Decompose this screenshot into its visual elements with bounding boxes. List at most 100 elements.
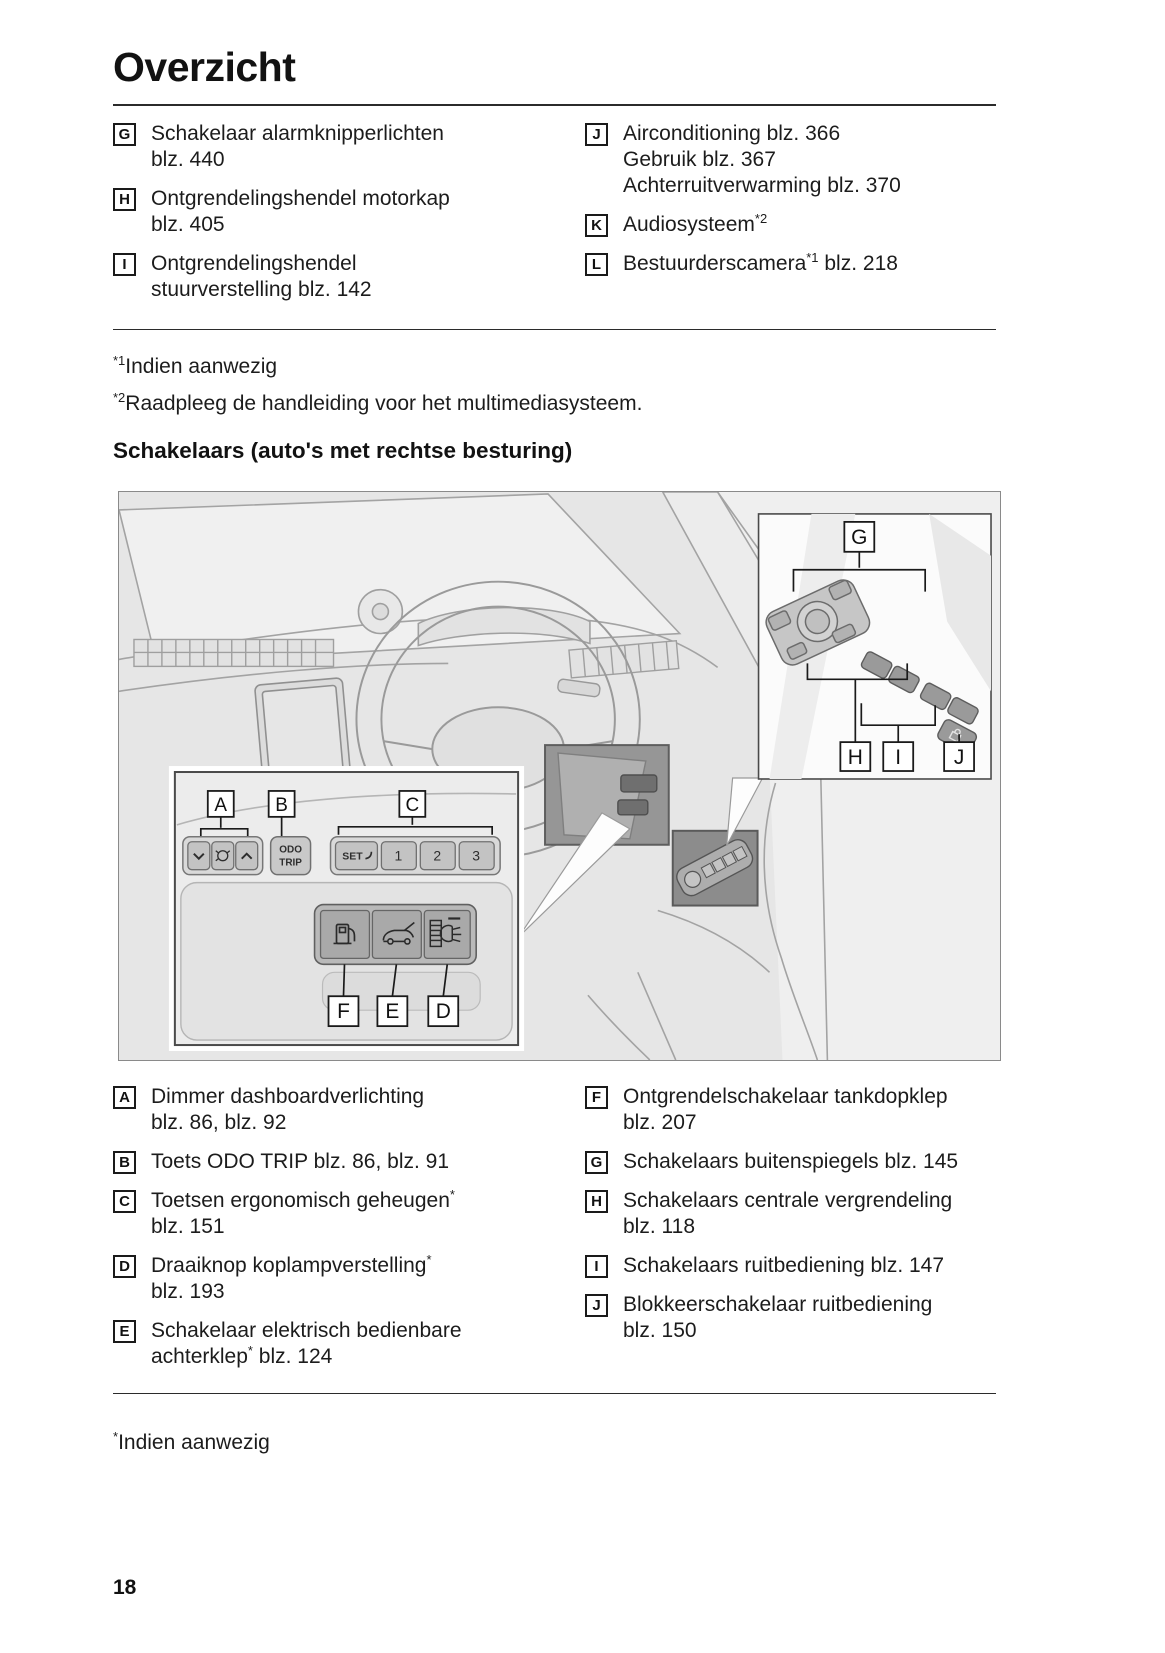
- list-item-line: blz. 193: [151, 1280, 225, 1303]
- list-item: K Audiosysteem*2: [585, 212, 996, 238]
- door-edge: [763, 782, 819, 1061]
- svg-text:H: H: [848, 746, 863, 769]
- item-badge: K: [585, 214, 608, 237]
- item-text: Draaiknop koplampverstelling* blz. 193: [151, 1253, 432, 1305]
- item-badge: H: [585, 1190, 608, 1213]
- list-item: H Ontgrendelingshendel motorkap blz. 405: [113, 186, 585, 238]
- divider-mid: [113, 329, 996, 330]
- list-item-line: Blokkeerschakelaar ruitbediening: [623, 1293, 933, 1316]
- callout-label-c: C: [398, 790, 427, 818]
- headlight-leveler-icon: [429, 917, 462, 948]
- footnote-marker: *1: [113, 353, 126, 368]
- list-item-line: blz. 150: [623, 1319, 697, 1342]
- list-item-line: Schakelaars centrale vergrendeling: [623, 1189, 953, 1212]
- svg-text:ODO: ODO: [279, 845, 302, 856]
- callout-lines-abc: [199, 816, 494, 837]
- page-number: 18: [113, 1576, 137, 1599]
- list-item-line: Schakelaar alarmknipperlichten: [151, 122, 444, 145]
- dimmer-button-group: [182, 836, 264, 876]
- svg-text:F: F: [337, 1000, 350, 1023]
- item-text: Blokkeerschakelaar ruitbediening blz. 150: [623, 1292, 932, 1344]
- list-item-line: Ontgrendelingshendel: [151, 252, 357, 275]
- callout-label-d: D: [427, 995, 460, 1028]
- divider-top: [113, 104, 996, 106]
- item-badge: D: [113, 1255, 136, 1278]
- mirror-control-switch: [765, 579, 871, 666]
- svg-text:I: I: [895, 746, 901, 769]
- dashboard-crease: [118, 662, 449, 693]
- list-item: I Ontgrendelingshendel stuurverstelling b…: [113, 251, 585, 303]
- list-item-line: blz. 405: [151, 213, 225, 236]
- memory-1-button: 1: [380, 841, 417, 871]
- list-item-line: blz. 151: [151, 1215, 225, 1238]
- callout-label-i: I: [882, 741, 915, 772]
- callout-label-j: J: [943, 741, 975, 772]
- dashboard-figure: G H I J: [117, 491, 1001, 1061]
- zoom-pointer-left: [518, 812, 631, 937]
- item-text: Ontgrendelingshendel stuurverstelling blz…: [151, 251, 372, 303]
- item-badge: B: [113, 1151, 136, 1174]
- console-line: [587, 994, 651, 1061]
- list-item-line: Draaiknop koplampverstelling*: [151, 1252, 432, 1277]
- item-text: Toets ODO TRIP blz. 86, blz. 91: [151, 1149, 449, 1175]
- item-badge: J: [585, 1294, 608, 1317]
- item-badge: I: [113, 253, 136, 276]
- list-item-line: Ontgrendelingshendel motorkap: [151, 187, 450, 210]
- list-item-line: Dimmer dashboardverlichting: [151, 1085, 425, 1108]
- callout-lines-fed: [342, 964, 449, 997]
- zoom-pointer-right: [726, 777, 764, 847]
- chevron-up-icon: [241, 852, 253, 860]
- fuel-pump-icon: [333, 923, 356, 945]
- footnote-text: Indien aanwezig: [118, 1431, 270, 1454]
- lower-switch-cluster: [313, 903, 477, 966]
- page-content: Overzicht G Schakelaar alarmknipperlicht…: [113, 0, 1001, 1456]
- footnote-bottom: *Indien aanwezig: [113, 1430, 996, 1456]
- list-item: D Draaiknop koplampverstelling* blz. 193: [113, 1253, 585, 1305]
- console-line-2: [637, 971, 677, 1061]
- door-armrest-line: [657, 909, 771, 973]
- item-text: Audiosysteem*2: [623, 212, 767, 238]
- footnote-2: *2Raadpleeg de handleiding voor het mult…: [113, 391, 996, 417]
- inset-armrest: [929, 513, 992, 692]
- wiper-stalk: [557, 678, 601, 698]
- list-item: L Bestuurderscamera*1 blz. 218: [585, 251, 996, 277]
- set-button: SET: [334, 841, 379, 871]
- section-heading: Schakelaars (auto's met rechtse besturin…: [113, 438, 573, 463]
- list-item: I Schakelaars ruitbediening blz. 147: [585, 1253, 996, 1279]
- list-item-line: blz. 440: [151, 148, 225, 171]
- item-badge: H: [113, 188, 136, 211]
- svg-text:SET: SET: [342, 852, 363, 863]
- divider-bottom: [113, 1393, 996, 1394]
- item-badge: C: [113, 1190, 136, 1213]
- odo-trip-button: ODO TRIP: [269, 836, 312, 876]
- tailgate-open-icon: [382, 921, 415, 945]
- chevron-down-icon: [193, 853, 205, 861]
- set-arrow-icon: [365, 851, 373, 860]
- window-switch-bank: [860, 651, 979, 725]
- memory-2-button: 2: [419, 841, 456, 871]
- callout-lines-g: [792, 551, 960, 743]
- list-item-line: Bestuurderscamera*1 blz. 218: [623, 250, 898, 275]
- item-text: Schakelaars ruitbediening blz. 147: [623, 1253, 944, 1279]
- item-text: Toetsen ergonomisch geheugen*blz. 151: [151, 1188, 455, 1240]
- page-title: Overzicht: [113, 44, 296, 90]
- lower-dash-inset: ODO TRIP SET 1: [168, 766, 525, 1052]
- dashboard-illustration: G H I J: [117, 491, 1000, 1061]
- list-item-line: Schakelaar elektrisch bedienbare: [151, 1319, 462, 1342]
- list-item: C Toetsen ergonomisch geheugen*blz. 151: [113, 1188, 585, 1240]
- list-item-line: stuurverstelling blz. 142: [151, 278, 372, 301]
- round-vent: [357, 588, 404, 635]
- door-highlight-box: [671, 829, 759, 907]
- footnote-marker: *2: [113, 390, 126, 405]
- item-badge: F: [585, 1086, 608, 1109]
